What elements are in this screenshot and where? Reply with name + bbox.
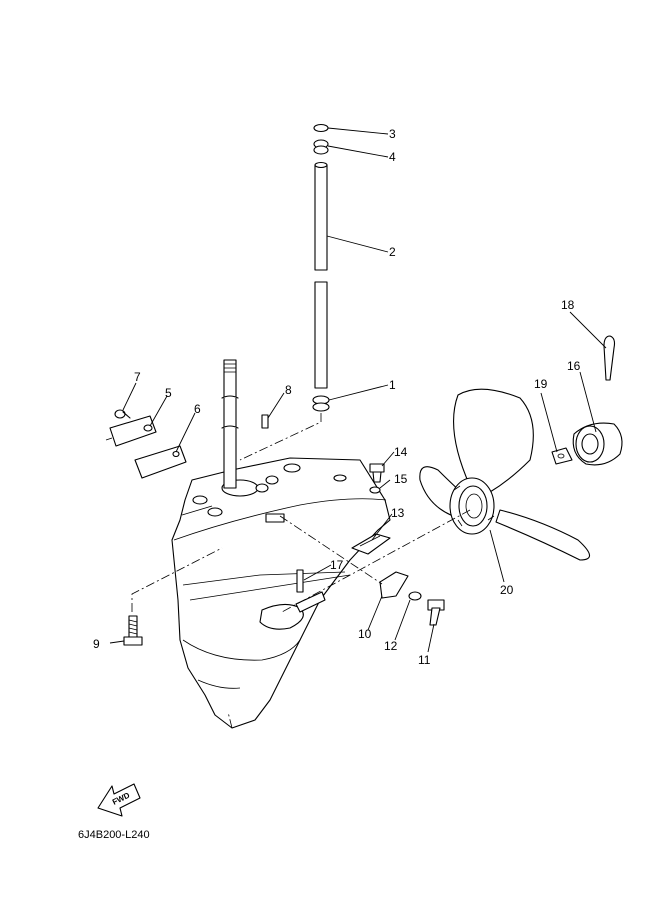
callout-15: 15 [394,472,408,486]
part-10-anode [379,571,409,599]
callout-1: 1 [389,378,396,392]
callout-2: 2 [389,245,396,259]
callout-18: 18 [561,298,575,312]
callout-6: 6 [194,402,201,416]
part-20-propeller [419,388,591,561]
assembly-line-tube [239,413,322,461]
assembly-line-propeller [281,509,471,613]
callout-labels: 1 2 3 4 5 6 7 8 9 10 11 12 13 14 15 16 1… [93,127,581,667]
part-1-grommet [312,395,330,412]
callout-9: 9 [93,637,100,651]
callout-20: 20 [500,583,514,597]
callout-10: 10 [358,627,372,641]
assembly-line-bolt [131,547,223,612]
callout-3: 3 [389,127,396,141]
callout-5: 5 [165,386,172,400]
callout-12: 12 [384,639,398,653]
callout-16: 16 [567,359,581,373]
part-11-bolt [427,599,445,626]
callout-19: 19 [534,377,548,391]
part-2-tube [314,161,328,389]
callout-4: 4 [389,150,396,164]
assembly-line-anode [279,515,383,585]
callout-13: 13 [391,506,405,520]
part-14-bolt [369,463,385,483]
callout-11: 11 [418,653,431,667]
part-15-washer [369,486,381,494]
part-17-pin [296,569,304,593]
part-5-plate [105,415,157,447]
part-13-trim-tab [351,533,391,555]
part-7-screw [114,409,131,419]
drawing-code: 6J4B200-L240 [78,829,150,841]
drive-shaft [221,359,239,489]
part-18-cotter-pin [603,335,616,381]
part-16-nut [572,422,623,466]
fwd-arrow-icon: FWD [97,783,141,817]
leader-lines [109,127,607,653]
callout-17: 17 [330,558,344,572]
part-4-grommet [313,139,329,155]
callout-8: 8 [285,383,292,397]
part-6-plate [134,445,187,479]
part-3-washer [313,123,329,133]
callout-7: 7 [134,370,141,384]
part-8-pin [261,414,269,429]
part-9-bolt [123,615,143,646]
callout-14: 14 [394,445,408,459]
part-12-washer [408,591,422,601]
part-19-washer [551,447,573,465]
lower-unit-housing [171,457,391,729]
